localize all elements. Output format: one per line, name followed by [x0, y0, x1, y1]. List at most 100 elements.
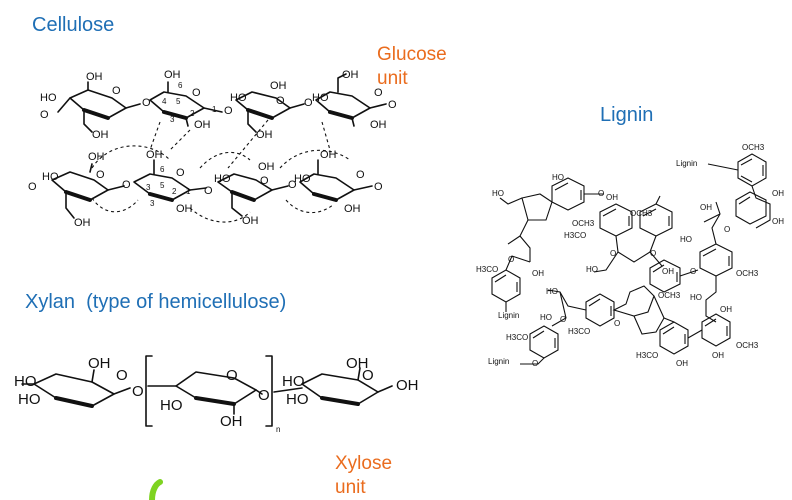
atom-label: O [614, 319, 620, 328]
atom-label: HO [214, 173, 231, 185]
atom-label: HO [40, 92, 57, 104]
atom-label: O [724, 225, 730, 234]
ring-number: 4 [162, 97, 167, 106]
atom-label: HO [42, 171, 59, 183]
atom-label: HO [286, 391, 309, 408]
repeat-n: n [276, 425, 280, 434]
cellulose-bottom-chain [51, 159, 373, 219]
atom-label: O [112, 85, 121, 97]
atom-label: HO [680, 235, 692, 244]
atom-label: OH [320, 149, 337, 161]
lignin-structure [491, 153, 771, 365]
atom-label: OCH3 [658, 291, 681, 300]
atom-label: O [610, 249, 616, 258]
lignin-title: Lignin [600, 104, 654, 126]
atom-label: OH [86, 71, 103, 83]
atom-label: HO [230, 92, 247, 104]
atom-label: O [374, 181, 383, 193]
ring-number: 2 [190, 109, 195, 118]
ring-number: 3 [150, 199, 155, 208]
atom-label: H3CO [476, 265, 498, 274]
atom-label: OH [700, 203, 712, 212]
cellulose-title: Cellulose [32, 14, 115, 36]
ring-number: 5 [160, 181, 165, 190]
atom-label: O [388, 99, 397, 111]
atom-label: OH [662, 267, 674, 276]
atom-label: O [362, 367, 374, 384]
xylan-title: Xylan (type of hemicellulose) [25, 291, 287, 313]
atom-label: O [40, 109, 49, 121]
atom-label: OCH3 [572, 219, 595, 228]
ring-number: 3 [170, 115, 175, 124]
atom-label: Lignin [676, 159, 697, 168]
atom-label: O [258, 387, 270, 404]
ring-number: 5 [176, 97, 181, 106]
atom-label: HO [540, 313, 552, 322]
atom-label: HO [18, 391, 41, 408]
atom-label: Lignin [498, 311, 519, 320]
atom-label: OH [772, 217, 784, 226]
atom-label: OH [342, 69, 359, 81]
ring-number: 1 [186, 187, 191, 196]
atom-label: OH [164, 69, 181, 81]
xylan-structure [21, 355, 393, 427]
atom-label: O [28, 181, 37, 193]
atom-label: OH [194, 119, 211, 131]
atom-label: OCH3 [736, 269, 759, 278]
atom-label: OH [676, 359, 688, 368]
atom-label: OH [344, 203, 361, 215]
atom-label: O [560, 315, 566, 324]
atom-label: O [132, 383, 144, 400]
atom-label: OH [270, 80, 287, 92]
cellulose-top-chain [57, 73, 387, 133]
atom-label: O [204, 185, 213, 197]
atom-label: HO [294, 173, 311, 185]
atom-label: HO [282, 373, 305, 390]
atom-label: OH [346, 355, 369, 372]
atom-label: O [96, 169, 105, 181]
xylose-unit-label: Xylose unit [335, 453, 393, 498]
atom-label: OH [88, 151, 105, 163]
atom-label: HO [312, 92, 329, 104]
atom-label: OH [88, 355, 111, 372]
atom-label: OCH3 [630, 209, 653, 218]
ring-number: 1 [212, 105, 217, 114]
atom-label: OH [146, 149, 163, 161]
atom-label: O [690, 267, 696, 276]
ring-number: 6 [160, 165, 165, 174]
atom-label: OH [256, 129, 273, 141]
atom-label: O [116, 367, 128, 384]
atom-label: HO [160, 397, 183, 414]
atom-label: OH [258, 161, 275, 173]
atom-label: HO [552, 173, 564, 182]
atom-label: O [176, 167, 185, 179]
atom-label: O [226, 367, 238, 384]
atom-label: O [192, 87, 201, 99]
atom-label: HO [690, 293, 702, 302]
atom-label: O [224, 105, 233, 117]
hydrogen-bonds [91, 119, 351, 223]
atom-label: O [356, 169, 365, 181]
atom-label: H3CO [636, 351, 658, 360]
atom-label: OCH3 [742, 143, 765, 152]
atom-label: OH [242, 215, 259, 227]
atom-label: O [276, 95, 285, 107]
ring-number: 6 [178, 81, 183, 90]
green-accent-mark [149, 479, 163, 500]
atom-label: OH [220, 413, 243, 430]
atom-label: O [650, 249, 656, 258]
ring-number: 3 [146, 183, 151, 192]
atom-label: O [508, 255, 514, 264]
atom-label: OH [712, 351, 724, 360]
atom-label: O [532, 359, 538, 368]
atom-label: OH [370, 119, 387, 131]
atom-label: O [142, 97, 151, 109]
atom-label: O [288, 179, 297, 191]
atom-label: HO [546, 287, 558, 296]
atom-label: OH [772, 189, 784, 198]
atom-label: OH [720, 305, 732, 314]
glucose-unit-label: Glucose unit [377, 44, 447, 89]
atom-label: O [374, 87, 383, 99]
atom-label: O [598, 189, 604, 198]
